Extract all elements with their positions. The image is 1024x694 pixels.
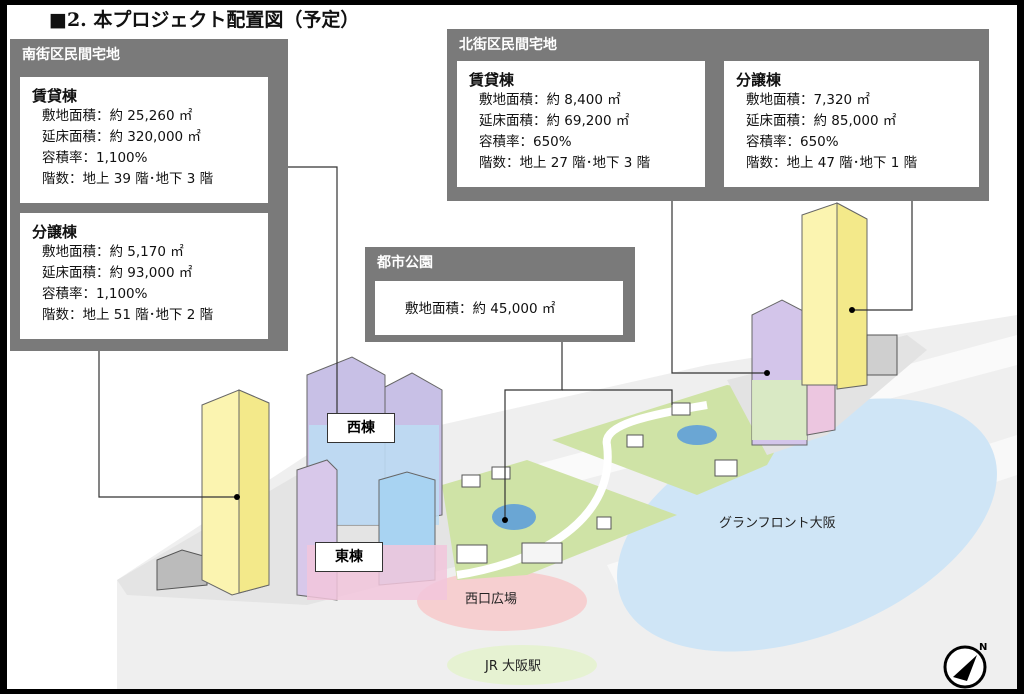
north-rental-line: 容積率：650% bbox=[479, 134, 572, 150]
park-building bbox=[456, 544, 488, 564]
north-block-header: 北街区民間宅地 bbox=[459, 37, 557, 53]
park-south bbox=[442, 460, 677, 580]
footbridge bbox=[456, 401, 708, 579]
page: N ■2. 本プロジェクト配置図（予定） 南街区民間宅地 賃貸棟 敷地面積：約 … bbox=[7, 5, 1017, 689]
north-condo-name: 分譲棟 bbox=[736, 71, 782, 89]
north-block-panel: 北街区民間宅地 賃貸棟 敷地面積：約 8,400 ㎡ 延床面積：約 69,200… bbox=[447, 29, 989, 201]
park-building bbox=[521, 542, 563, 564]
north-condo-line: 延床面積：約 85,000 ㎡ bbox=[746, 113, 897, 129]
north-condo-line: 容積率：650% bbox=[746, 134, 839, 150]
south-condo-name: 分譲棟 bbox=[32, 223, 78, 241]
leader-south-condo bbox=[98, 345, 237, 498]
north-condo-line: 階数：地上 47 階･地下 1 階 bbox=[746, 155, 918, 171]
svg-text:N: N bbox=[979, 642, 987, 653]
leader-dot bbox=[502, 517, 508, 523]
south-rental-line: 敷地面積：約 25,260 ㎡ bbox=[42, 108, 193, 124]
jr-station-area bbox=[447, 645, 597, 685]
park-building bbox=[671, 402, 691, 416]
north-condo-info: 分譲棟 敷地面積：7,320 ㎡ 延床面積：約 85,000 ㎡ 容積率：650… bbox=[724, 61, 979, 187]
pond bbox=[492, 504, 536, 530]
park-building bbox=[596, 516, 612, 530]
south-condo-line: 敷地面積：約 5,170 ㎡ bbox=[42, 244, 184, 260]
south-block-panel: 南街区民間宅地 賃貸棟 敷地面積：約 25,260 ㎡ 延床面積：約 320,0… bbox=[10, 39, 288, 351]
park-area-line: 敷地面積：約 45,000 ㎡ bbox=[405, 301, 556, 317]
north-rental-line: 階数：地上 27 階･地下 3 階 bbox=[479, 155, 651, 171]
west-plaza-area bbox=[417, 571, 587, 631]
leader-north-rental bbox=[671, 200, 767, 374]
grey-building bbox=[866, 334, 898, 376]
park-panel: 都市公園 敷地面積：約 45,000 ㎡ bbox=[365, 247, 635, 342]
pond bbox=[677, 425, 717, 445]
north-rental-line: 延床面積：約 69,200 ㎡ bbox=[479, 113, 630, 129]
north-condo-line: 敷地面積：7,320 ㎡ bbox=[746, 92, 870, 108]
park-header: 都市公園 bbox=[377, 255, 433, 271]
park-building bbox=[714, 459, 738, 477]
west-plaza-label: 西口広場 bbox=[465, 592, 518, 607]
leader-park bbox=[562, 389, 673, 405]
south-rental-line: 階数：地上 39 階･地下 3 階 bbox=[42, 171, 214, 187]
south-condo-line: 延床面積：約 93,000 ㎡ bbox=[42, 265, 193, 281]
leader-south-rental bbox=[275, 166, 338, 425]
south-rental-name: 賃貸棟 bbox=[32, 87, 78, 105]
leader-dot bbox=[234, 494, 240, 500]
south-condo-line: 容積率：1,100% bbox=[42, 286, 148, 302]
grand-front-label: グランフロント大阪 bbox=[719, 516, 836, 531]
east-building-tag: 東棟 bbox=[315, 542, 383, 572]
south-condo-info: 分譲棟 敷地面積：約 5,170 ㎡ 延床面積：約 93,000 ㎡ 容積率：1… bbox=[20, 213, 268, 339]
north-rental-name: 賃貸棟 bbox=[469, 71, 515, 89]
park-building bbox=[461, 474, 481, 488]
park-info: 敷地面積：約 45,000 ㎡ bbox=[375, 281, 623, 335]
park-building bbox=[491, 466, 511, 480]
south-rental-info: 賃貸棟 敷地面積：約 25,260 ㎡ 延床面積：約 320,000 ㎡ 容積率… bbox=[20, 77, 268, 203]
leader-dot bbox=[849, 307, 855, 313]
park-building bbox=[626, 434, 644, 448]
leader-lines bbox=[98, 166, 913, 520]
north-rental-line: 敷地面積：約 8,400 ㎡ bbox=[479, 92, 621, 108]
leader-park bbox=[504, 338, 563, 520]
south-rental-line: 延床面積：約 320,000 ㎡ bbox=[42, 129, 201, 145]
west-building-tag: 西棟 bbox=[327, 413, 395, 443]
south-rental-line: 容積率：1,100% bbox=[42, 150, 148, 166]
south-condo-line: 階数：地上 51 階･地下 2 階 bbox=[42, 307, 214, 323]
page-title: ■2. 本プロジェクト配置図（予定） bbox=[49, 9, 360, 31]
jr-station-label: JR 大阪駅 bbox=[485, 659, 541, 674]
site-illustration: N bbox=[98, 166, 1017, 689]
park-north bbox=[552, 385, 807, 495]
leader-dot bbox=[764, 370, 770, 376]
leader-north-condo bbox=[852, 200, 913, 311]
north-rental-info: 賃貸棟 敷地面積：約 8,400 ㎡ 延床面積：約 69,200 ㎡ 容積率：6… bbox=[457, 61, 705, 187]
south-block-header: 南街区民間宅地 bbox=[22, 47, 120, 63]
